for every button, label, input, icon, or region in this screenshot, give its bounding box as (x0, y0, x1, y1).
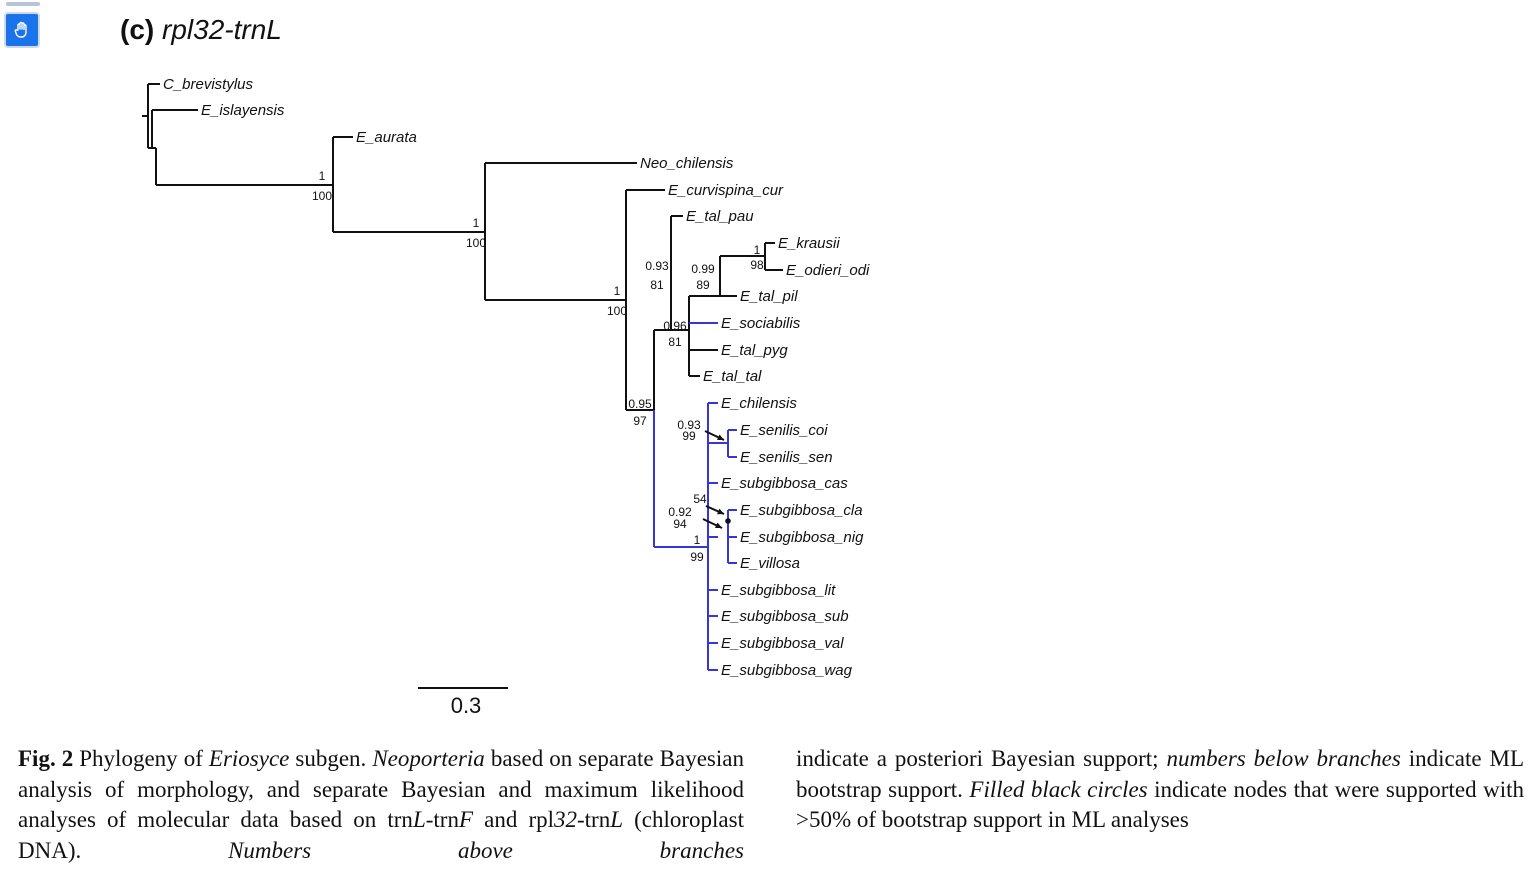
support-posterior: 1 (614, 284, 621, 298)
caption-text: indicate ML bootstrap support. (796, 746, 1524, 802)
caption-text: L (412, 807, 426, 832)
caption-text: Numbers above branches (228, 837, 744, 863)
support-bootstrap: 97 (633, 414, 647, 428)
taxon-label-e-chilensis: E_chilensis (721, 395, 797, 412)
support-posterior: 54 (693, 492, 707, 506)
phylogenetic-tree: C_brevistylusE_islayensisE_aurataNeo_chi… (142, 76, 870, 718)
support-posterior: 0.99 (691, 262, 715, 276)
support-bootstrap: 81 (650, 278, 664, 292)
caption-text: F (458, 807, 474, 832)
support-bootstrap: 94 (673, 517, 687, 531)
taxon-label-e-aurata: E_aurata (356, 129, 417, 146)
support-posterior: 1 (473, 216, 480, 230)
support-posterior: 0.92 (668, 505, 692, 519)
support-bootstrap: 81 (668, 335, 682, 349)
panel-marker-name: rpl32-trnL (162, 14, 282, 45)
panel-label: (c) (120, 14, 155, 45)
support-bootstrap: 100 (466, 236, 486, 250)
caption-text: 32 (554, 807, 577, 832)
caption-text: indicate a posteriori Bayesian support; (796, 746, 1167, 771)
taxon-label-neo-chilensis: Neo_chilensis (640, 155, 734, 172)
support-posterior: 1 (694, 533, 701, 547)
taxon-label-e-odieri-odi: E_odieri_odi (786, 262, 870, 279)
taxon-label-e-villosa: E_villosa (740, 555, 800, 572)
supported-node-circle (725, 518, 731, 524)
caption-text: Phylogeny of (79, 746, 209, 771)
taxon-label-e-subgibbosa-val: E_subgibbosa_val (721, 635, 844, 652)
figure-caption-left: Fig. 2 Phylogeny of Eriosyce subgen. Neo… (18, 744, 744, 866)
support-posterior: 0.93 (645, 259, 669, 273)
caption-text: numbers below branches (1166, 746, 1401, 771)
support-posterior: 1 (754, 243, 761, 257)
caption-text: Filled black circles (969, 776, 1148, 802)
arrowhead (717, 434, 724, 441)
caption-text: based on separate Bayesian analysis of m… (18, 746, 744, 832)
taxon-label-e-subgibbosa-lit: E_subgibbosa_lit (721, 582, 836, 599)
support-bootstrap: 100 (312, 189, 332, 203)
taxon-label-e-senilis-coi: E_senilis_coi (740, 422, 828, 439)
taxon-label-e-islayensis: E_islayensis (201, 102, 285, 119)
support-bootstrap: 100 (607, 304, 627, 318)
taxon-label-e-curvispina-cur: E_curvispina_cur (668, 182, 784, 199)
caption-text: Neoporteria (372, 746, 485, 771)
taxon-label-e-krausii: E_krausii (778, 235, 840, 252)
caption-text: -trn (425, 807, 459, 832)
taxon-label-e-subgibbosa-sub: E_subgibbosa_sub (721, 608, 849, 625)
hand-icon (14, 21, 27, 38)
taxon-label-e-tal-pil: E_tal_pil (740, 288, 798, 305)
support-bootstrap: 99 (690, 550, 704, 564)
panel-title: (c) rpl32-trnL (120, 14, 282, 46)
caption-text: Eriosyce (208, 746, 290, 771)
arrowhead (717, 508, 724, 515)
taxon-label-e-sociabilis: E_sociabilis (721, 315, 801, 332)
taxon-label-e-tal-pyg: E_tal_pyg (721, 342, 788, 359)
taxon-label-e-tal-pau: E_tal_pau (686, 208, 754, 225)
caption-text: subgen. (289, 746, 373, 771)
support-posterior: 0.93 (677, 418, 701, 432)
hand-tool-button[interactable] (4, 12, 40, 48)
caption-text: (chloroplast DNA). (18, 807, 744, 863)
taxon-label-e-senilis-sen: E_senilis_sen (740, 449, 833, 466)
support-posterior: 0.96 (663, 319, 687, 333)
taxon-label-e-subgibbosa-cas: E_subgibbosa_cas (721, 475, 848, 492)
taxon-label-e-tal-tal: E_tal_tal (703, 368, 762, 385)
taxon-label-e-subgibbosa-nig: E_subgibbosa_nig (740, 529, 864, 546)
support-posterior: 0.95 (628, 397, 652, 411)
figure-caption-right: indicate a posteriori Bayesian support; … (796, 744, 1524, 836)
scale-bar-label: 0.3 (451, 693, 482, 718)
support-bootstrap: 98 (750, 258, 764, 272)
taxon-label-e-subgibbosa-cla: E_subgibbosa_cla (740, 502, 863, 519)
toolbar-handle (6, 2, 40, 6)
arrowhead (715, 522, 722, 529)
caption-text: -trn (577, 807, 611, 832)
taxon-label-e-subgibbosa-wag: E_subgibbosa_wag (721, 662, 853, 679)
support-bootstrap: 89 (696, 278, 710, 292)
caption-text: and rpl (473, 807, 554, 832)
caption-text: L (610, 807, 624, 832)
support-bootstrap: 99 (682, 429, 696, 443)
taxon-label-c-brevistylus: C_brevistylus (163, 76, 254, 93)
caption-text: indicate nodes that were supported with … (796, 776, 1524, 833)
figure-label: Fig. 2 (18, 746, 80, 771)
support-posterior: 1 (319, 169, 326, 183)
